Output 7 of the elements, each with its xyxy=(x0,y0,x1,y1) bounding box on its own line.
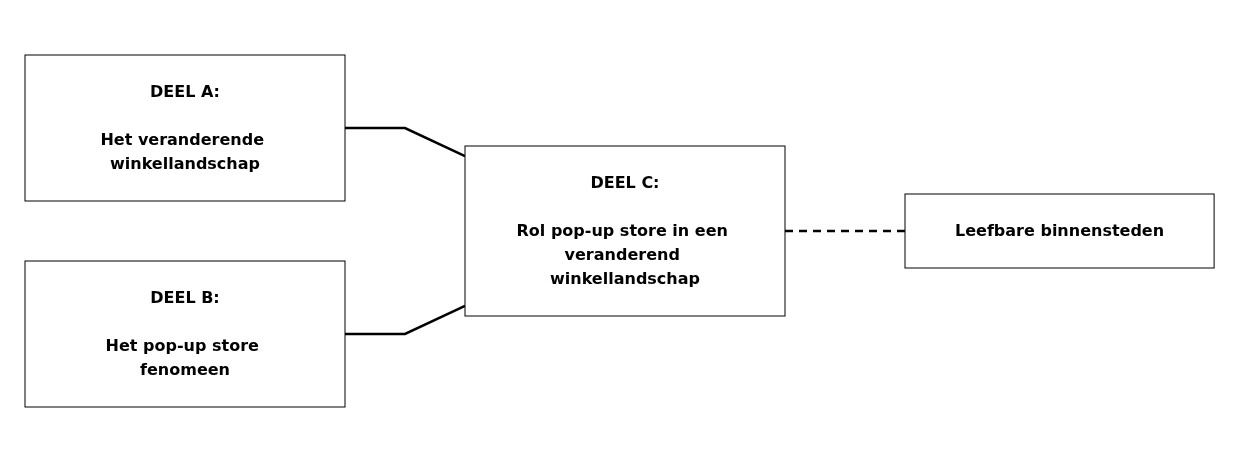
node-box: DEEL B: Het pop-up store fenomeen xyxy=(24,260,346,407)
node-box: DEEL C: Rol pop-up store in een veranderend winkellandschap xyxy=(464,145,786,316)
node-box: DEEL A: Het veranderende winkellandschap xyxy=(24,54,346,201)
connector xyxy=(344,304,466,335)
connector xyxy=(344,126,466,157)
connector xyxy=(784,229,905,232)
node-box: Leefbare binnensteden xyxy=(904,193,1215,268)
